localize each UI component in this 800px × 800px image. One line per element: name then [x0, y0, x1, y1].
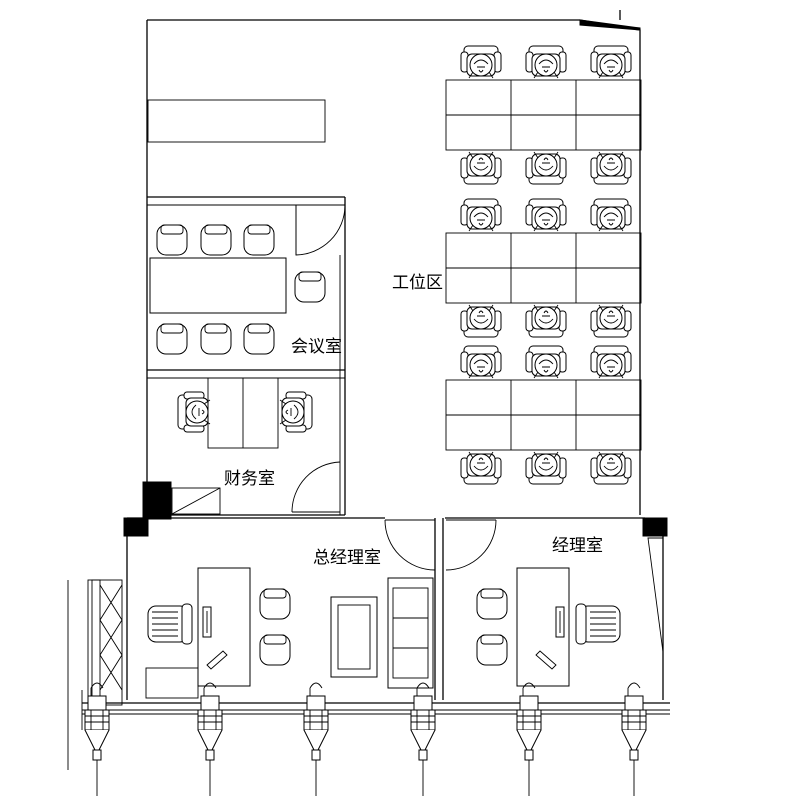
finance-chair-right	[279, 391, 313, 433]
label-meeting-room: 会议室	[291, 337, 342, 357]
gm-office: 总经理室	[145, 519, 436, 699]
desk-cluster	[445, 232, 642, 304]
workstation-chair	[525, 151, 567, 185]
facade-column	[410, 682, 436, 797]
gm-guest-chair	[259, 588, 291, 620]
manager-chair	[575, 603, 621, 645]
meeting-chair	[156, 323, 188, 355]
finance-chair-left	[177, 391, 211, 433]
facade-column	[516, 682, 542, 797]
workstation-chair	[590, 345, 632, 379]
workstation-chair	[525, 345, 567, 379]
label-finance-room: 财务室	[224, 469, 275, 489]
meeting-chair	[294, 271, 326, 303]
facade-column	[303, 682, 329, 797]
manager-guest-chair	[476, 588, 508, 620]
workstation-chair	[460, 345, 502, 379]
gm-guest-chair	[259, 634, 291, 666]
workstation-chair	[460, 304, 502, 338]
facade-column	[197, 682, 223, 797]
label-manager-office: 经理室	[552, 536, 603, 556]
workstation-chair	[590, 304, 632, 338]
label-gm-office: 总经理室	[313, 548, 381, 568]
workstation-chair	[525, 451, 567, 485]
meeting-room: 会议室	[147, 196, 346, 515]
meeting-chair	[156, 224, 188, 256]
manager-office: 经理室	[445, 519, 621, 687]
desk-cluster	[445, 79, 642, 151]
workstation-chair	[460, 198, 502, 232]
facade-columns	[84, 682, 647, 797]
workstation-chair	[590, 451, 632, 485]
workstation-chair	[525, 304, 567, 338]
facade-column	[621, 682, 647, 797]
workstation-chair	[525, 198, 567, 232]
workstation-area: 工位区	[392, 45, 642, 485]
meeting-chair	[243, 323, 275, 355]
meeting-chair	[200, 224, 232, 256]
label-workstation-area: 工位区	[392, 273, 443, 293]
building-walls	[67, 10, 670, 770]
facade-column	[84, 682, 110, 797]
workstation-chair	[590, 151, 632, 185]
workstation-chair	[590, 45, 632, 79]
meeting-chair	[243, 224, 275, 256]
workstation-chair	[590, 198, 632, 232]
gm-chair	[147, 603, 193, 645]
manager-guest-chair	[476, 634, 508, 666]
workstation-chair	[460, 45, 502, 79]
workstation-chair	[460, 151, 502, 185]
workstation-chair	[525, 45, 567, 79]
finance-room: 财务室	[171, 377, 345, 516]
desk-cluster	[445, 379, 642, 451]
workstation-chair	[460, 451, 502, 485]
meeting-chair	[200, 323, 232, 355]
